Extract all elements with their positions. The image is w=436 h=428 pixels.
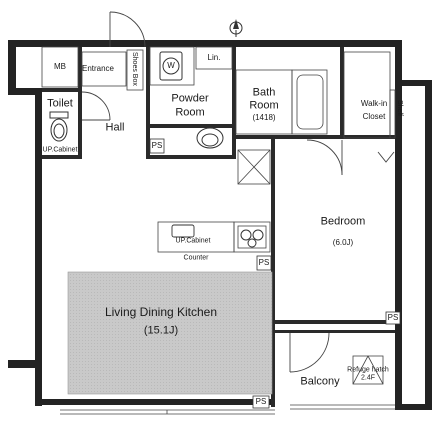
up-cabinet-toilet-label: UP.Cabinet <box>42 146 78 154</box>
fixture-lines <box>41 46 396 385</box>
ps-label: PS <box>151 141 163 150</box>
powder-room-label-2: Room <box>175 106 205 119</box>
balcony-label: Balcony <box>300 375 340 388</box>
kitchen-sink-icon <box>171 224 195 238</box>
ps-label: PS <box>258 258 270 267</box>
powder-room-label-1: Powder <box>171 92 209 105</box>
balcony-railing <box>290 404 395 410</box>
washer-label: W <box>167 61 175 70</box>
compass-icon <box>229 19 243 37</box>
ldk-size: (15.1J) <box>143 324 179 337</box>
ldk-label: Living Dining Kitchen <box>104 305 218 319</box>
ps-boxes <box>149 138 401 409</box>
walk-in-closet-label-2: Closet <box>362 112 386 121</box>
bedroom-size: (6.0J) <box>332 238 354 247</box>
washer-icon <box>159 51 183 81</box>
basin-icon <box>196 127 224 149</box>
shoes-box-label: Shoes Box <box>131 52 138 86</box>
ldk-carpet <box>67 271 273 395</box>
walk-in-closet-label-1: Walk-in <box>360 99 388 108</box>
refuge-hatch-label-2: 2.4F <box>360 374 376 382</box>
ps-label: PS <box>387 313 399 322</box>
bath-room-label-2: Room <box>249 99 279 112</box>
ps-label: PS <box>255 397 267 406</box>
entrance-label: Entrance <box>81 64 115 73</box>
stove-icon <box>240 229 264 248</box>
toilet-label: Toilet <box>47 97 73 110</box>
hall-label: Hall <box>105 121 125 134</box>
linen-label: Lin. <box>207 53 221 62</box>
toilet-icon <box>49 111 69 142</box>
bath-room-label-1: Bath <box>252 86 276 99</box>
doors <box>81 11 395 373</box>
refuge-hatch-label-1: Refuge hatch <box>347 366 389 374</box>
bath-room-size: (1418) <box>252 113 276 122</box>
shelf-label: Shelf <box>396 100 403 116</box>
mb-label: MB <box>54 62 66 71</box>
ldk-window <box>60 409 275 415</box>
bedroom-label: Bedroom <box>320 215 366 228</box>
outer-walls <box>8 40 432 410</box>
counter-label: Counter <box>183 254 209 262</box>
interior-walls <box>42 47 395 407</box>
up-cabinet-kitchen-label: UP.Cabinet <box>175 237 211 245</box>
